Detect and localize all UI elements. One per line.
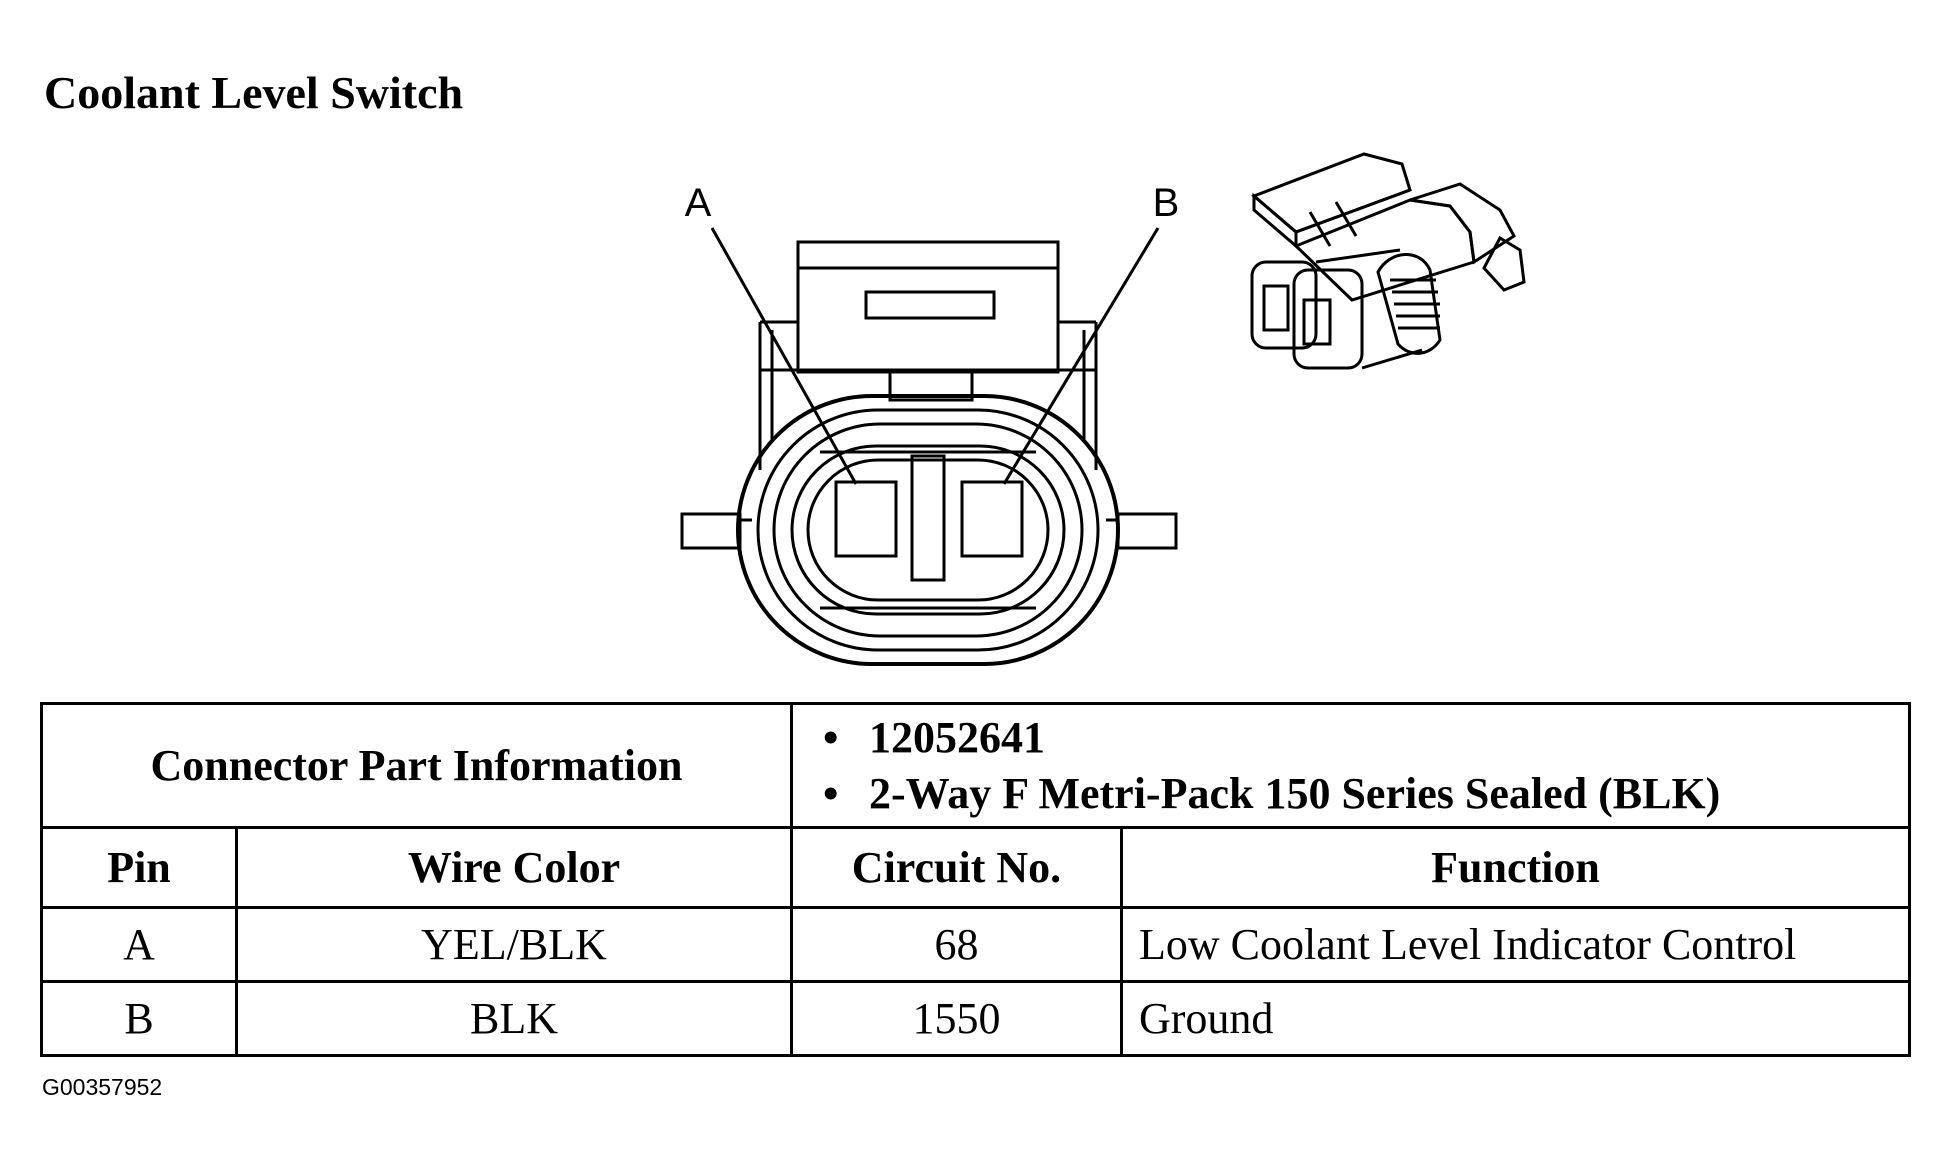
- table-row: A YEL/BLK 68 Low Coolant Level Indicator…: [40, 906, 1912, 983]
- part-number: 12052641: [869, 712, 1045, 762]
- table-row: B BLK 1550 Ground: [40, 980, 1912, 1057]
- pin-cell: B: [40, 980, 238, 1057]
- function-cell: Ground: [1119, 980, 1912, 1057]
- pin-label-a: A: [685, 181, 712, 225]
- wire-color-cell: BLK: [235, 980, 793, 1057]
- connector-part-info-label: Connector Part Information: [40, 702, 793, 829]
- circuit-no-cell: 68: [790, 906, 1123, 983]
- wire-color-cell: YEL/BLK: [235, 906, 793, 983]
- function-cell: Low Coolant Level Indicator Control: [1119, 906, 1912, 983]
- circuit-no-cell: 1550: [790, 980, 1123, 1057]
- part-info-item: •12052641: [823, 712, 1045, 762]
- header-pin: Pin: [40, 826, 238, 909]
- header-wire-color: Wire Color: [235, 826, 793, 909]
- connector-3d-icon: [1250, 152, 1526, 370]
- pin-label-b: B: [1153, 181, 1180, 225]
- connector-front-icon: [680, 227, 1178, 666]
- connector-pin-table: Connector Part Information •12052641 •2-…: [40, 702, 1912, 1057]
- figure-id: G00357952: [42, 1074, 163, 1100]
- part-description: 2-Way F Metri-Pack 150 Series Sealed (BL…: [869, 768, 1721, 818]
- part-info-item: •2-Way F Metri-Pack 150 Series Sealed (B…: [823, 768, 1721, 818]
- header-circuit-no: Circuit No.: [790, 826, 1123, 909]
- connector-diagram: A B: [680, 152, 1526, 666]
- part-info-list: •12052641 •2-Way F Metri-Pack 150 Series…: [789, 702, 1912, 829]
- pin-cell: A: [40, 906, 238, 983]
- header-function: Function: [1119, 826, 1912, 909]
- page-title: Coolant Level Switch: [44, 67, 464, 118]
